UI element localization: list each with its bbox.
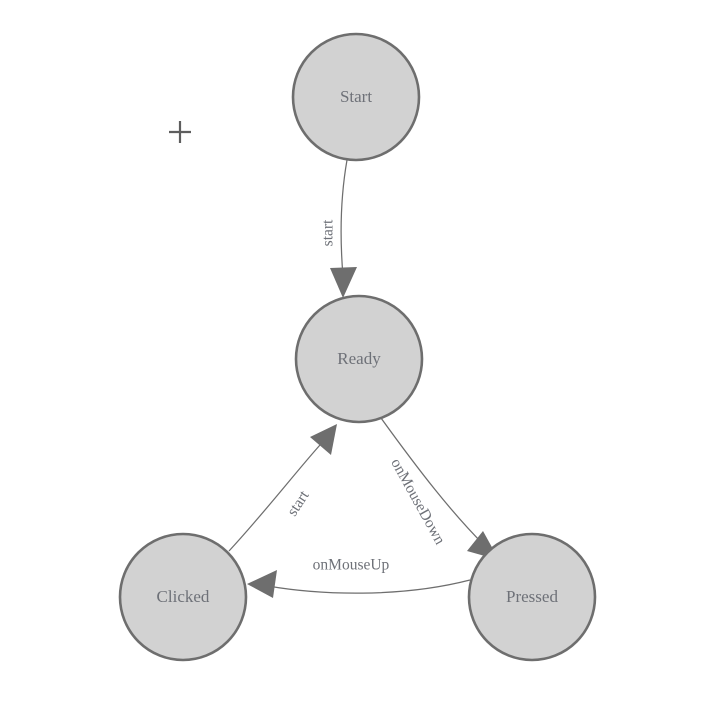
edge-ready-to-pressed[interactable]: onMouseDown [380,417,499,560]
node-pressed-circle[interactable] [467,532,597,662]
node-ready-label: Ready [337,349,381,368]
edge-ready-to-pressed-path[interactable] [380,417,486,547]
node-start-circle[interactable] [291,32,421,162]
edge-clicked-to-ready[interactable]: start [228,424,337,552]
node-start[interactable]: Start [291,32,421,162]
node-ready[interactable]: Ready [294,294,424,424]
edge-clicked-to-ready-path[interactable] [228,444,321,552]
edge-start-to-ready-path[interactable] [340,159,348,277]
node-pressed-label: Pressed [506,587,558,606]
node-start-label: Start [340,87,372,106]
node-clicked-label: Clicked [157,587,210,606]
edge-label-clicked-to-ready: start [284,487,313,519]
edge-pressed-to-clicked[interactable]: onMouseUp [247,557,471,598]
edge-label-pressed-to-clicked: onMouseUp [313,557,390,574]
edge-label-ready-to-pressed: onMouseDown [387,456,448,548]
node-clicked[interactable]: Clicked [118,532,248,662]
edge-start-to-ready[interactable]: start [320,159,357,298]
edge-pressed-to-clicked-arrowhead [247,570,277,598]
node-pressed[interactable]: Pressed [467,532,597,662]
edge-label-start-to-ready: start [320,219,337,246]
edge-pressed-to-clicked-path[interactable] [267,579,471,594]
node-clicked-circle[interactable] [118,532,248,662]
node-ready-circle[interactable] [294,294,424,424]
edge-clicked-to-ready-arrowhead [310,424,337,455]
crosshair-icon [169,121,191,143]
edge-start-to-ready-arrowhead [330,267,357,298]
